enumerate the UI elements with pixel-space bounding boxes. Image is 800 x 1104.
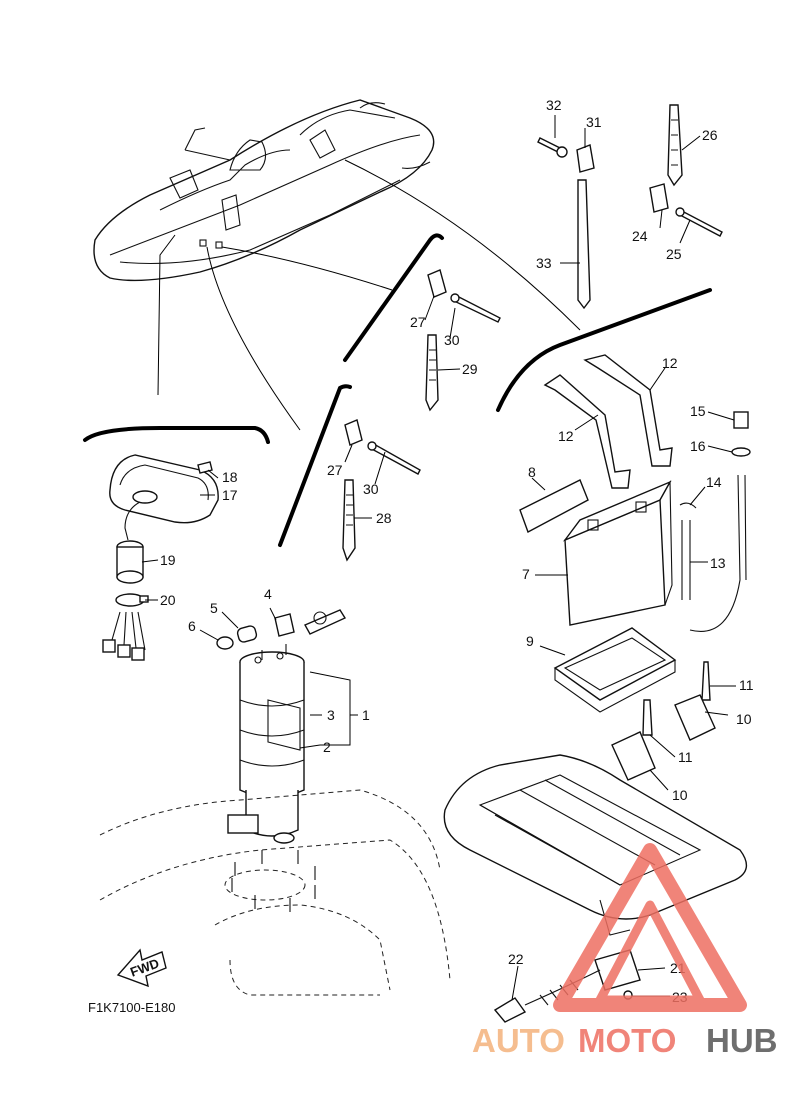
clip-4 bbox=[274, 613, 295, 637]
clamp-set-27-30-top bbox=[427, 269, 501, 323]
filter-5 bbox=[236, 625, 258, 643]
callout-7: 7 bbox=[522, 566, 530, 582]
tie-28 bbox=[342, 479, 356, 562]
watermark-text-hub: HUB bbox=[706, 1022, 778, 1059]
bolt-11 bbox=[642, 661, 711, 736]
callout-29: 29 bbox=[462, 361, 478, 377]
callout-33: 33 bbox=[536, 255, 552, 271]
tie-29 bbox=[425, 334, 439, 412]
watermark-triangle-inner bbox=[595, 900, 705, 1005]
hose-clip-6 bbox=[216, 636, 234, 650]
watermark-text-moto: MOTO bbox=[578, 1022, 676, 1059]
callout-numbers: 1 3 2 4 5 6 7 8 9 10 10 11 11 12 12 13 1… bbox=[160, 97, 754, 1005]
callout-11a: 11 bbox=[739, 677, 754, 693]
callout-17: 17 bbox=[222, 487, 238, 503]
watercraft-illustration bbox=[93, 99, 435, 282]
callout-6: 6 bbox=[188, 618, 196, 634]
battery-band-12a bbox=[543, 374, 631, 489]
callout-1: 1 bbox=[362, 707, 370, 723]
callout-4: 4 bbox=[264, 586, 272, 602]
callout-20: 20 bbox=[160, 592, 176, 608]
clip-14 bbox=[679, 502, 697, 509]
callout-19: 19 bbox=[160, 552, 176, 568]
battery-band-12b bbox=[583, 354, 673, 467]
clamp-20 bbox=[115, 593, 149, 607]
callout-12b: 12 bbox=[662, 355, 678, 371]
callout-27b: 27 bbox=[327, 462, 343, 478]
clamp-set-24-25 bbox=[649, 183, 723, 237]
leader-curves bbox=[157, 159, 581, 431]
wire-harness bbox=[102, 611, 146, 661]
fuel-pump-assembly bbox=[227, 644, 305, 844]
callout-26: 26 bbox=[702, 127, 718, 143]
callout-9: 9 bbox=[526, 633, 534, 649]
hull-dashed-outline bbox=[99, 789, 451, 996]
callout-32: 32 bbox=[546, 97, 562, 113]
callout-5: 5 bbox=[210, 600, 218, 616]
breather-13 bbox=[681, 474, 747, 632]
callout-18: 18 bbox=[222, 469, 238, 485]
diagram-code: F1K7100-E180 bbox=[88, 1000, 175, 1015]
callout-25: 25 bbox=[666, 246, 682, 262]
callout-2: 2 bbox=[323, 739, 331, 755]
callout-14: 14 bbox=[706, 474, 722, 490]
tray-frame bbox=[443, 754, 748, 936]
pad-8 bbox=[519, 479, 589, 533]
bracket-10 bbox=[611, 694, 716, 781]
rivet-32 bbox=[537, 137, 568, 158]
grommet-19 bbox=[116, 540, 144, 584]
fitting-15-16 bbox=[731, 411, 751, 457]
callout-24: 24 bbox=[632, 228, 648, 244]
group-brackets bbox=[83, 233, 712, 547]
callout-3: 3 bbox=[327, 707, 335, 723]
callout-10a: 10 bbox=[736, 711, 752, 727]
battery-box-9 bbox=[553, 627, 677, 713]
callout-28: 28 bbox=[376, 510, 392, 526]
callout-16: 16 bbox=[690, 438, 706, 454]
callout-30b: 30 bbox=[363, 481, 379, 497]
callout-30a: 30 bbox=[444, 332, 460, 348]
callout-27a: 27 bbox=[410, 314, 426, 330]
watermark-text-auto: AUTO bbox=[472, 1022, 565, 1059]
callout-8: 8 bbox=[528, 464, 536, 480]
fwd-arrow: FWD bbox=[116, 948, 167, 988]
tie-33 bbox=[577, 179, 591, 310]
callout-15: 15 bbox=[690, 403, 706, 419]
clamp-set-27-30-bottom bbox=[344, 419, 421, 475]
fuel-cap-cover bbox=[109, 454, 219, 541]
mounting-studs bbox=[231, 850, 316, 912]
callout-31: 31 bbox=[586, 114, 602, 130]
battery-7 bbox=[562, 479, 673, 626]
callout-leaders bbox=[141, 115, 736, 1001]
watermark-triangle-outer bbox=[553, 843, 747, 1012]
cable-22 bbox=[493, 969, 601, 1023]
callout-13: 13 bbox=[710, 555, 726, 571]
callout-11b: 11 bbox=[678, 749, 693, 765]
callout-12a: 12 bbox=[558, 428, 574, 444]
callout-22: 22 bbox=[508, 951, 524, 967]
fuel-connector bbox=[304, 609, 347, 635]
holder-31 bbox=[576, 144, 595, 173]
callout-10b: 10 bbox=[672, 787, 688, 803]
watermark-logo: AUTO MOTO HUB bbox=[472, 843, 778, 1059]
tie-26 bbox=[667, 104, 683, 187]
